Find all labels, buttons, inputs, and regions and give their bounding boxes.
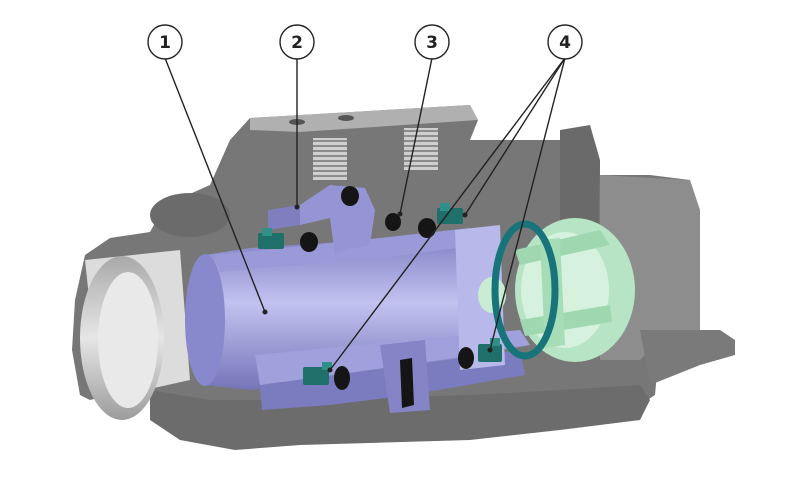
cage-spoke-2 xyxy=(520,305,612,336)
oring-5 xyxy=(334,366,350,390)
ring-teal xyxy=(491,220,559,360)
leader-4b xyxy=(329,57,566,371)
leader-4a xyxy=(464,57,566,216)
oring-7 xyxy=(400,358,414,408)
callout-4-label: 4 xyxy=(559,33,571,53)
leader-4c xyxy=(489,57,566,351)
leader-lines xyxy=(164,57,566,371)
callout-2: 2 xyxy=(279,24,315,60)
port-thread-left xyxy=(313,138,347,180)
callout-4: 4 xyxy=(547,24,583,60)
seal-4 xyxy=(478,344,502,362)
rotor-left-face xyxy=(185,254,225,386)
seal-3 xyxy=(303,367,329,385)
rotor-top-collar xyxy=(215,228,480,272)
leader-dot-2 xyxy=(294,204,300,210)
callout-4-circle xyxy=(547,24,583,60)
inner-bore xyxy=(80,250,190,420)
cage-spoke-1 xyxy=(515,230,610,265)
rotor-upper-flange-face xyxy=(268,205,300,230)
seal-1b xyxy=(262,228,272,236)
seal-2b xyxy=(440,203,450,211)
seals xyxy=(258,186,502,408)
spring-cage xyxy=(478,218,635,362)
oring-6 xyxy=(458,347,474,369)
callout-1-circle xyxy=(147,24,183,60)
oring-4 xyxy=(385,213,401,231)
callout-2-label: 2 xyxy=(291,33,303,53)
oring-3 xyxy=(341,186,359,206)
oring-1 xyxy=(300,232,318,252)
callout-2-circle xyxy=(279,24,315,60)
port-thread-right xyxy=(404,128,438,170)
leader-dot-3 xyxy=(397,211,403,217)
leader-dot-4a xyxy=(462,212,468,218)
callout-1: 1 xyxy=(147,24,183,60)
leader-1a xyxy=(164,57,266,313)
leader-dot-4b xyxy=(327,367,333,373)
seal-4b xyxy=(490,338,500,346)
housing-right-cap xyxy=(640,330,735,385)
callout-3: 3 xyxy=(414,24,450,60)
callout-3-label: 3 xyxy=(426,33,438,53)
seal-1 xyxy=(258,233,284,249)
port-hole-right xyxy=(338,115,354,121)
leader-dots xyxy=(262,204,493,373)
oring-2 xyxy=(418,218,436,238)
bore-left-mouth-inner xyxy=(98,272,158,408)
seal-3b xyxy=(322,362,332,370)
callout-1-label: 1 xyxy=(159,33,171,53)
leader-dot-4c xyxy=(487,347,493,353)
port-threads xyxy=(289,115,438,180)
leader-dot-1 xyxy=(262,309,268,315)
housing-left-rim xyxy=(150,193,230,237)
callout-3-circle xyxy=(414,24,450,60)
leader-3 xyxy=(399,57,433,215)
